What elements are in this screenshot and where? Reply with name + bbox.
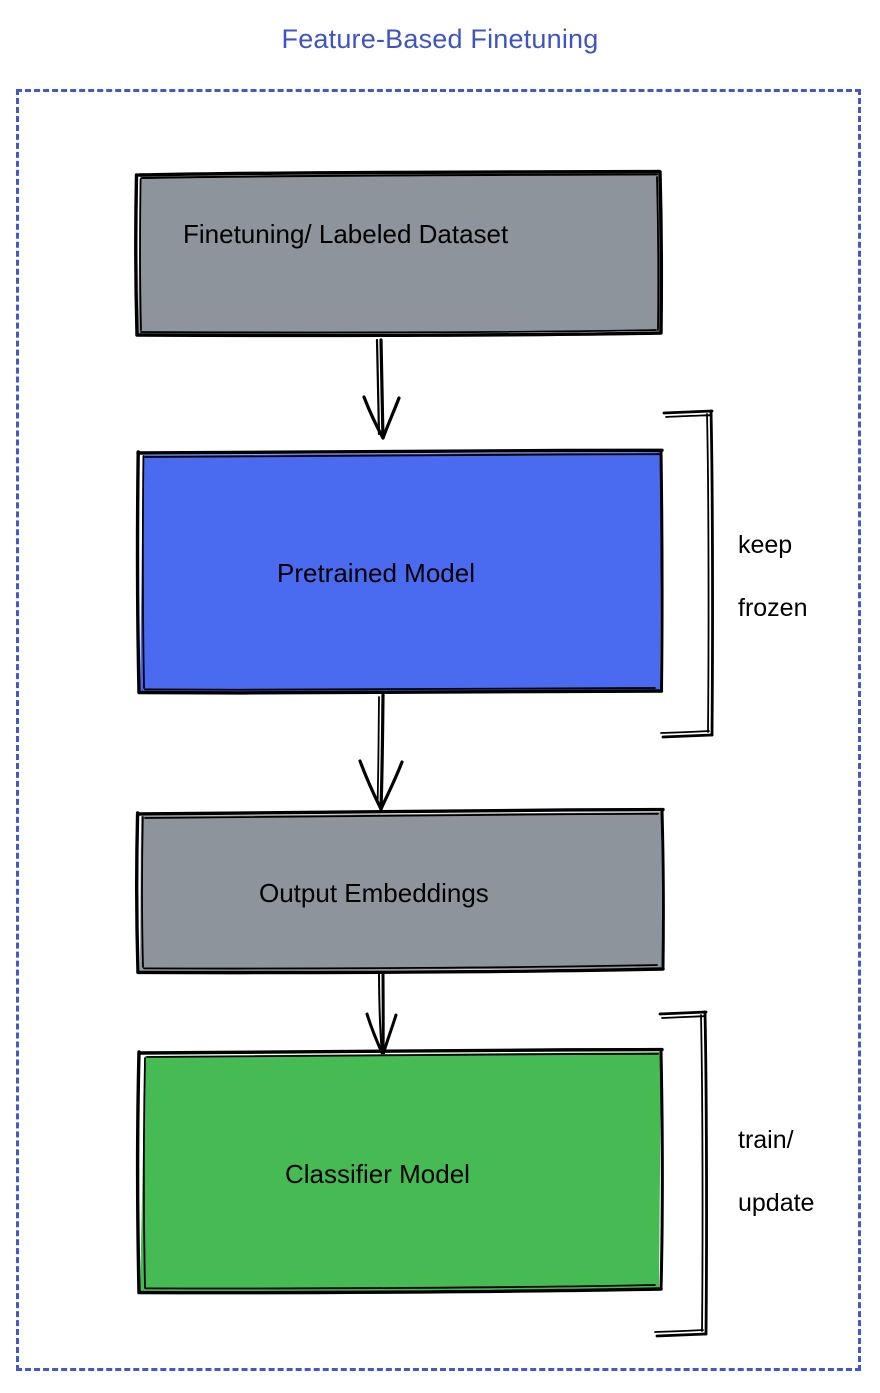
node-dataset-label: Finetuning/ Labeled Dataset <box>183 219 509 249</box>
node-dataset[interactable] <box>137 172 662 335</box>
node-embeddings-label: Output Embeddings <box>259 878 489 908</box>
annotation-keep-frozen: keep frozen <box>738 499 807 655</box>
annotation-train-update: train/ update <box>738 1094 814 1250</box>
annotation-train-update-line2: update <box>738 1188 815 1217</box>
annotation-train-update-line1: train/ <box>738 1126 794 1155</box>
annotation-keep-frozen-line1: keep <box>738 531 793 560</box>
page-title: Feature-Based Finetuning <box>281 24 599 54</box>
node-pretrained-label: Pretrained Model <box>277 558 475 588</box>
annotation-keep-frozen-line2: frozen <box>738 593 808 622</box>
node-classifier-label: Classifier Model <box>285 1159 470 1189</box>
dashed-container-frame <box>16 89 861 1371</box>
